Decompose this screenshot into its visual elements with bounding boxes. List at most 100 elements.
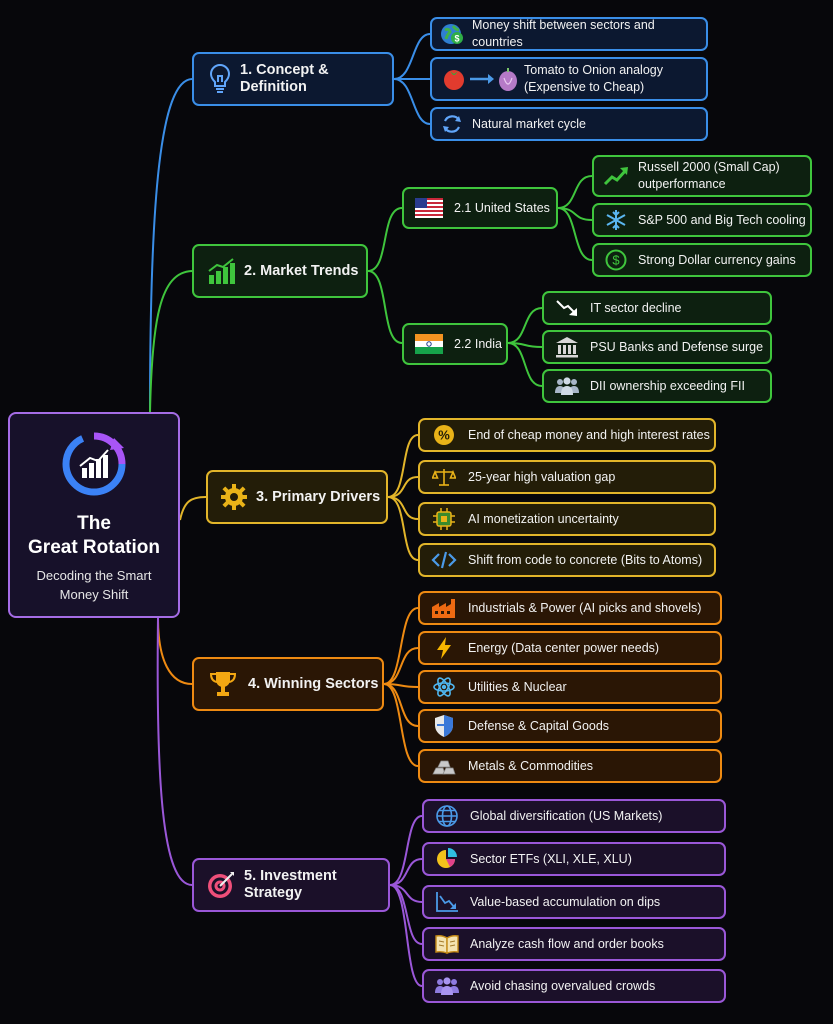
- sectors-item-5[interactable]: Metals & Commodities: [418, 749, 722, 783]
- trend-up-icon: [594, 165, 638, 187]
- concept-item-2[interactable]: Tomato to Onion analogy (Expensive to Ch…: [430, 57, 708, 101]
- lightning-icon: [420, 636, 468, 660]
- drivers-item-1[interactable]: % End of cheap money and high interest r…: [418, 418, 716, 452]
- trends-us-item-1-line1: Russell 2000 (Small Cap): [638, 160, 780, 174]
- rotation-chart-icon: [58, 428, 130, 500]
- trends-us-node[interactable]: 2.1 United States: [402, 187, 558, 229]
- trends-us-label: 2.1 United States: [454, 200, 550, 215]
- strategy-item-2-label: Sector ETFs (XLI, XLE, XLU): [470, 851, 632, 866]
- india-flag-icon: [404, 334, 454, 354]
- factory-icon: [420, 597, 468, 619]
- sectors-item-1[interactable]: Industrials & Power (AI picks and shovel…: [418, 591, 722, 625]
- sectors-item-4-label: Defense & Capital Goods: [468, 718, 610, 733]
- branch-sectors[interactable]: 4. Winning Sectors: [192, 657, 384, 711]
- sectors-item-2-label: Energy (Data center power needs): [468, 640, 660, 655]
- strategy-item-5-label: Avoid chasing overvalued crowds: [470, 978, 656, 993]
- strategy-item-2[interactable]: Sector ETFs (XLI, XLE, XLU): [422, 842, 726, 876]
- strategy-item-4[interactable]: Analyze cash flow and order books: [422, 927, 726, 961]
- concept-item-2-line2: (Expensive to Cheap): [524, 80, 645, 94]
- trends-us-item-2-label: S&P 500 and Big Tech cooling: [638, 212, 806, 227]
- svg-text:$: $: [454, 34, 459, 44]
- branch-trends[interactable]: 2. Market Trends: [192, 244, 368, 298]
- concept-item-2-line1: Tomato to Onion analogy: [524, 63, 663, 77]
- drivers-item-4-label: Shift from code to concrete (Bits to Ato…: [468, 552, 703, 567]
- trends-india-node[interactable]: 2.2 India: [402, 323, 508, 365]
- branch-trends-label: 2. Market Trends: [244, 262, 359, 279]
- concept-item-3-label: Natural market cycle: [472, 116, 586, 131]
- drivers-item-4[interactable]: Shift from code to concrete (Bits to Ato…: [418, 543, 716, 577]
- branch-concept[interactable]: 1. Concept & Definition: [192, 52, 394, 106]
- atom-icon: [420, 675, 468, 699]
- svg-text:$: $: [612, 253, 620, 268]
- center-title-line1: The: [77, 513, 111, 534]
- branch-sectors-label: 4. Winning Sectors: [248, 675, 379, 692]
- sectors-item-3[interactable]: Utilities & Nuclear: [418, 670, 722, 704]
- percent-icon: %: [420, 424, 468, 446]
- snowflake-icon: [594, 209, 638, 231]
- target-icon: [198, 870, 244, 900]
- trends-us-item-3[interactable]: $ Strong Dollar currency gains: [592, 243, 812, 277]
- dollar-circle-icon: $: [594, 249, 638, 271]
- scales-icon: [420, 467, 468, 487]
- pie-chart-icon: [424, 847, 470, 871]
- gear-icon: [212, 483, 256, 511]
- trophy-icon: [198, 669, 248, 699]
- trends-india-label: 2.2 India: [454, 336, 502, 351]
- ingots-icon: [420, 756, 468, 776]
- strategy-item-5[interactable]: Avoid chasing overvalued crowds: [422, 969, 726, 1003]
- trends-india-item-2[interactable]: PSU Banks and Defense surge: [542, 330, 772, 364]
- trends-india-item-1-label: IT sector decline: [590, 300, 682, 315]
- concept-item-1-label: Money shift between sectors and countrie…: [472, 18, 655, 49]
- trends-us-item-1-line2: outperformance: [638, 177, 726, 191]
- strategy-item-4-label: Analyze cash flow and order books: [470, 936, 664, 951]
- center-subtitle-line1: Decoding the Smart: [36, 568, 152, 583]
- sectors-item-5-label: Metals & Commodities: [468, 758, 594, 773]
- chip-icon: [420, 508, 468, 530]
- center-node: The Great Rotation Decoding the Smart Mo…: [8, 412, 180, 618]
- strategy-item-1[interactable]: Global diversification (US Markets): [422, 799, 726, 833]
- branch-concept-label: 1. Concept & Definition: [240, 62, 329, 95]
- trends-us-item-3-label: Strong Dollar currency gains: [638, 252, 796, 267]
- trends-us-item-2[interactable]: S&P 500 and Big Tech cooling: [592, 203, 812, 237]
- bar-chart-icon: [200, 257, 244, 285]
- center-subtitle-line2: Money Shift: [59, 587, 129, 602]
- sectors-item-3-label: Utilities & Nuclear: [468, 679, 567, 694]
- cycle-icon: [432, 113, 472, 135]
- branch-strategy-label: 5. Investment Strategy: [244, 868, 337, 901]
- branch-drivers-label: 3. Primary Drivers: [256, 488, 381, 505]
- code-icon: [420, 550, 468, 570]
- lightbulb-icon: [200, 64, 240, 94]
- drivers-item-2[interactable]: 25-year high valuation gap: [418, 460, 716, 494]
- trends-india-item-3-label: DII ownership exceeding FII: [590, 378, 745, 393]
- strategy-item-3[interactable]: Value-based accumulation on dips: [422, 885, 726, 919]
- drivers-item-3-label: AI monetization uncertainty: [468, 511, 619, 526]
- tomato-onion-icon: [432, 66, 524, 92]
- trends-india-item-3[interactable]: DII ownership exceeding FII: [542, 369, 772, 403]
- trend-down-icon: [544, 298, 590, 318]
- branch-strategy[interactable]: 5. Investment Strategy: [192, 858, 390, 912]
- concept-item-1[interactable]: $ Money shift between sectors and countr…: [430, 17, 708, 51]
- trends-india-item-2-label: PSU Banks and Defense surge: [590, 339, 764, 354]
- sectors-item-1-label: Industrials & Power (AI picks and shovel…: [468, 600, 702, 615]
- center-title-line2: Great Rotation: [28, 537, 160, 558]
- sectors-item-2[interactable]: Energy (Data center power needs): [418, 631, 722, 665]
- branch-drivers[interactable]: 3. Primary Drivers: [206, 470, 388, 524]
- chart-dip-icon: [424, 891, 470, 913]
- people-icon: [544, 376, 590, 396]
- drivers-item-3[interactable]: AI monetization uncertainty: [418, 502, 716, 536]
- sectors-item-4[interactable]: Defense & Capital Goods: [418, 709, 722, 743]
- us-flag-icon: [404, 198, 454, 218]
- shield-icon: [420, 714, 468, 738]
- strategy-item-3-label: Value-based accumulation on dips: [470, 894, 661, 909]
- drivers-item-1-label: End of cheap money and high interest rat…: [468, 427, 710, 442]
- strategy-item-1-label: Global diversification (US Markets): [470, 808, 663, 823]
- trends-us-item-1[interactable]: Russell 2000 (Small Cap) outperformance: [592, 155, 812, 197]
- trends-india-item-1[interactable]: IT sector decline: [542, 291, 772, 325]
- drivers-item-2-label: 25-year high valuation gap: [468, 469, 616, 484]
- crowd-icon: [424, 976, 470, 996]
- concept-item-3[interactable]: Natural market cycle: [430, 107, 708, 141]
- globe-icon: [424, 804, 470, 828]
- bank-icon: [544, 336, 590, 358]
- globe-dollar-icon: $: [432, 22, 472, 46]
- svg-text:%: %: [438, 428, 450, 443]
